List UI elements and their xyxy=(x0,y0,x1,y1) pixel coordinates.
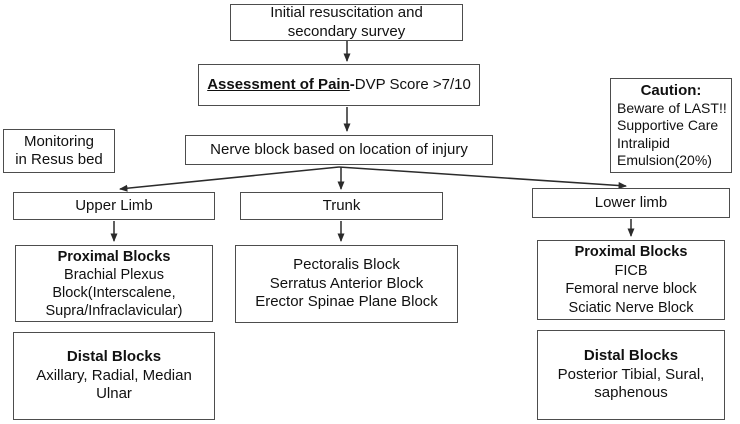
caution-box: Caution: Beware of LAST!! Supportive Car… xyxy=(610,78,732,173)
assessment-emphasis-text: Assessment of Pain xyxy=(207,75,350,93)
lower-limb-distal-blocks-box: Distal Blocks Posterior Tibial, Sural, s… xyxy=(537,330,725,420)
initial-resuscitation-box: Initial resuscitation and secondary surv… xyxy=(230,4,463,41)
trunk-label: Trunk xyxy=(322,196,361,214)
monitoring-line-1: Monitoring xyxy=(23,132,95,150)
upper-limb-label-box: Upper Limb xyxy=(13,192,215,220)
trunk-line-2: Serratus Anterior Block xyxy=(269,274,424,292)
upper-distal-line-2: Ulnar xyxy=(96,385,132,403)
lower-distal-line-1: Posterior Tibial, Sural, xyxy=(557,365,705,383)
assessment-score-text: DVP Score >7/10 xyxy=(354,75,471,93)
upper-limb-distal-blocks-box: Distal Blocks Axillary, Radial, Median U… xyxy=(13,332,215,420)
trunk-blocks-box: Pectoralis Block Serratus Anterior Block… xyxy=(235,245,458,323)
caution-line-1: Beware of LAST!! xyxy=(617,99,727,116)
upper-proximal-line-1: Brachial Plexus xyxy=(64,266,164,283)
arrow-nerve-block-to-upper-limb xyxy=(119,166,340,192)
monitoring-box: Monitoring in Resus bed xyxy=(3,129,115,173)
lower-proximal-line-3: Sciatic Nerve Block xyxy=(568,299,694,316)
initial-line-2: secondary survey xyxy=(287,22,406,40)
upper-distal-title: Distal Blocks xyxy=(66,348,162,366)
caution-line-4: Emulsion(20%) xyxy=(617,152,712,168)
upper-limb-label: Upper Limb xyxy=(75,196,153,214)
assessment-of-pain-box: Assessment of Pain- DVP Score >7/10 xyxy=(198,64,480,106)
nerve-block-label: Nerve block based on location of injury xyxy=(210,140,468,158)
lower-proximal-line-2: Femoral nerve block xyxy=(565,281,697,297)
assessment-dash: - xyxy=(349,75,355,93)
monitoring-line-2: in Resus bed xyxy=(15,151,103,168)
caution-title: Caution: xyxy=(640,82,702,99)
caution-line-3: Intralipid xyxy=(617,134,670,151)
lower-distal-line-2: saphenous xyxy=(594,384,668,402)
lower-limb-proximal-blocks-box: Proximal Blocks FICB Femoral nerve block… xyxy=(537,240,725,320)
caution-line-2: Supportive Care xyxy=(617,117,719,133)
upper-proximal-title: Proximal Blocks xyxy=(57,248,171,265)
arrow-nerve-block-to-lower-limb xyxy=(338,166,627,189)
lower-proximal-title: Proximal Blocks xyxy=(574,244,688,260)
nerve-block-location-box: Nerve block based on location of injury xyxy=(185,135,493,165)
lower-proximal-line-1: FICB xyxy=(614,262,648,279)
trunk-line-3: Erector Spinae Plane Block xyxy=(255,293,438,311)
lower-limb-label-box: Lower limb xyxy=(532,188,730,218)
upper-distal-line-1: Axillary, Radial, Median xyxy=(36,366,192,384)
upper-proximal-line-3: Supra/Infraclavicular) xyxy=(45,302,183,319)
upper-limb-proximal-blocks-box: Proximal Blocks Brachial Plexus Block(In… xyxy=(15,245,213,322)
initial-line-1: Initial resuscitation and xyxy=(270,4,423,21)
trunk-label-box: Trunk xyxy=(240,192,443,220)
trunk-line-1: Pectoralis Block xyxy=(293,256,400,274)
upper-proximal-line-2: Block(Interscalene, xyxy=(52,284,176,301)
lower-limb-label: Lower limb xyxy=(594,193,668,211)
lower-distal-title: Distal Blocks xyxy=(583,347,679,365)
